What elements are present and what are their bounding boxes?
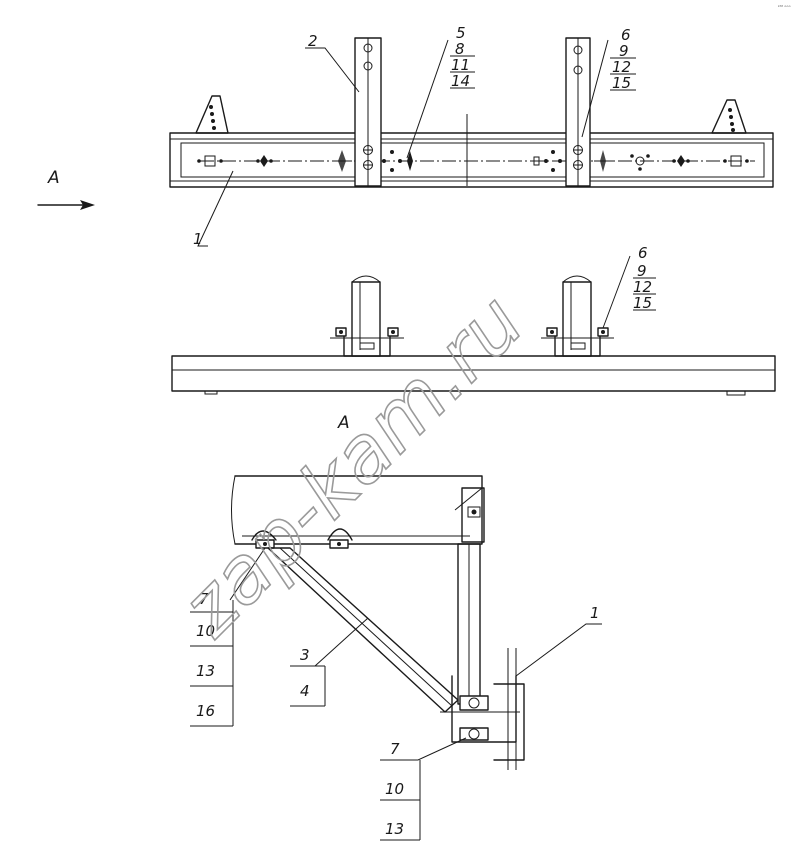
left-mount-bracket — [195, 95, 229, 134]
callout-11: 11 — [451, 56, 470, 74]
callout-mid-12: 12 — [633, 278, 652, 296]
callout-3: 3 — [300, 646, 310, 664]
callout-15: 15 — [612, 74, 631, 92]
bolt-head-left — [251, 530, 277, 541]
corner-mark: ᵏᴹ ᵒᵒᵒ — [778, 5, 791, 11]
callout-4: 4 — [300, 682, 310, 700]
callout-6: 6 — [621, 26, 631, 44]
section-beam — [234, 475, 483, 545]
callout-frame: 1 — [193, 230, 203, 248]
callout-7-lower: 7 — [390, 740, 400, 758]
callout-9: 9 — [619, 42, 629, 60]
top-view: 2 1 5 8 11 14 6 9 12 15 А — [37, 24, 774, 248]
callout-14: 14 — [451, 72, 470, 90]
top-bracket-plate — [461, 487, 485, 543]
callout-13-left: 13 — [196, 662, 215, 680]
section-view-a: А — [190, 413, 602, 841]
callout-bracket: 1 — [590, 604, 600, 622]
post-left-front — [351, 281, 381, 357]
frame-beam-front — [171, 355, 776, 392]
callout-7-left: 7 — [199, 590, 209, 608]
frame-beam-top — [169, 132, 774, 188]
callout-post: 2 — [308, 32, 318, 50]
post-right-front — [562, 281, 592, 357]
callout-10-lower: 10 — [385, 780, 404, 798]
callout-5: 5 — [456, 24, 466, 42]
callout-10-left: 10 — [196, 622, 215, 640]
callout-12: 12 — [612, 58, 631, 76]
section-view-label: А — [337, 413, 350, 433]
clamp-right — [554, 333, 601, 357]
bolt-head-right — [327, 528, 353, 541]
view-arrow-label: А — [47, 168, 60, 188]
front-view: 6 9 12 15 — [171, 244, 776, 396]
callout-mid-15: 15 — [633, 294, 652, 312]
callout-13-lower: 13 — [385, 820, 404, 838]
callout-16-left: 16 — [196, 702, 215, 720]
clamp-left — [343, 333, 391, 357]
callout-8: 8 — [455, 40, 465, 58]
right-mount-bracket — [711, 99, 747, 134]
callout-mid-9: 9 — [637, 262, 647, 280]
callout-mid-6: 6 — [638, 244, 648, 262]
